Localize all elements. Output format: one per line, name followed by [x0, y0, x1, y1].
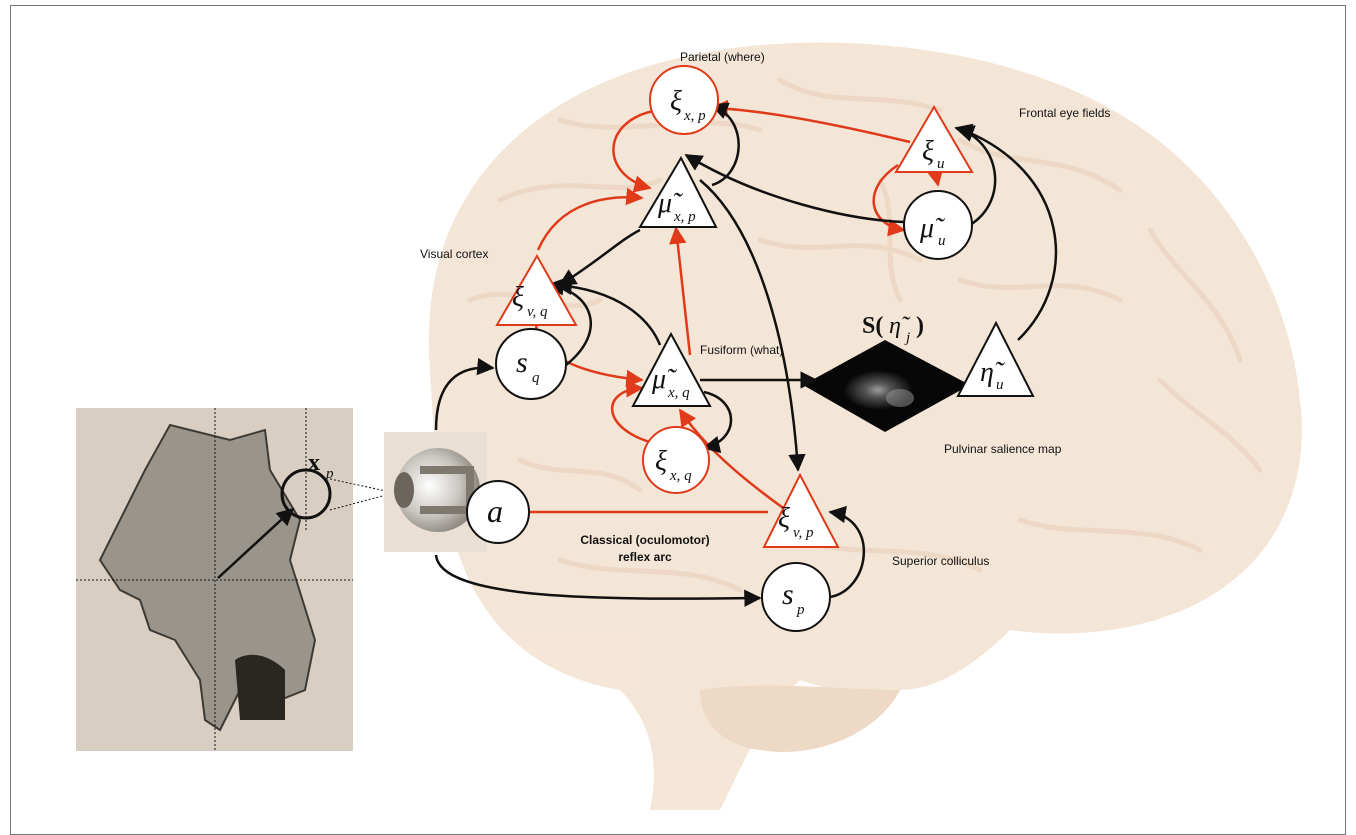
label-classical-reflex-arc: Classical (oculomotor) reflex arc: [570, 532, 720, 566]
svg-text:u: u: [937, 156, 945, 172]
svg-text:v, q: v, q: [527, 304, 548, 320]
pulvinar-salience-map: [803, 340, 970, 432]
svg-text:x: x: [308, 450, 320, 476]
label-frontal-eye-fields: Frontal eye fields: [1019, 106, 1111, 120]
label-visual-cortex: Visual cortex: [420, 247, 489, 261]
node-xi-x-q: ξ x, q: [642, 426, 710, 494]
label-classical-line2: reflex arc: [618, 550, 672, 564]
svg-text:x, p: x, p: [683, 108, 706, 124]
node-s-q: s q: [495, 328, 567, 400]
svg-text:a: a: [487, 493, 503, 529]
node-mu-x-p: μ̃ x, p: [638, 155, 718, 228]
svg-text:u: u: [938, 233, 946, 249]
svg-text:ξ: ξ: [670, 86, 682, 117]
node-xi-v-p: ξ v, p: [762, 472, 840, 548]
node-mu-u: μ̃ u: [903, 190, 973, 260]
label-parietal: Parietal (where): [680, 50, 765, 64]
brain-background: [428, 42, 1302, 810]
svg-text:ξ: ξ: [922, 136, 934, 167]
label-superior-colliculus: Superior colliculus: [892, 554, 990, 568]
svg-text:x, q: x, q: [669, 468, 692, 484]
svg-text:q: q: [532, 370, 540, 386]
svg-text:x, p: x, p: [673, 209, 696, 225]
svg-text:S(: S(: [862, 313, 883, 339]
black-prediction-edges: [434, 102, 1058, 607]
face-stimulus-image: [76, 408, 387, 751]
svg-text:p: p: [325, 466, 334, 482]
svg-text:j: j: [904, 330, 910, 346]
svg-text:v, p: v, p: [793, 525, 814, 541]
node-eta-u: η̃ u: [956, 320, 1035, 397]
eye-image: [384, 432, 487, 552]
node-xi-u: ξ u: [894, 105, 974, 173]
label-classical-line1: Classical (oculomotor): [580, 533, 710, 547]
svg-text:ξ: ξ: [655, 446, 667, 477]
svg-text:x, q: x, q: [667, 385, 690, 401]
svg-text:s: s: [782, 578, 794, 611]
node-s-p: s p: [761, 562, 831, 632]
x-p-label: x p: [308, 450, 334, 482]
svg-text:p: p: [796, 602, 805, 618]
node-mu-x-q: μ̃ x, q: [631, 331, 712, 407]
label-fusiform: Fusiform (what): [700, 343, 784, 357]
svg-text:u: u: [996, 377, 1004, 393]
node-xi-v-q: ξ v, q: [495, 253, 578, 326]
svg-text:ξ: ξ: [778, 503, 790, 534]
svg-text:ξ: ξ: [512, 282, 524, 313]
label-pulvinar: Pulvinar salience map: [944, 442, 1062, 456]
svg-text:s: s: [516, 346, 528, 379]
node-a: a: [466, 480, 530, 544]
node-xi-x-p: ξ x, p: [649, 65, 719, 135]
svg-text:): ): [916, 313, 924, 339]
